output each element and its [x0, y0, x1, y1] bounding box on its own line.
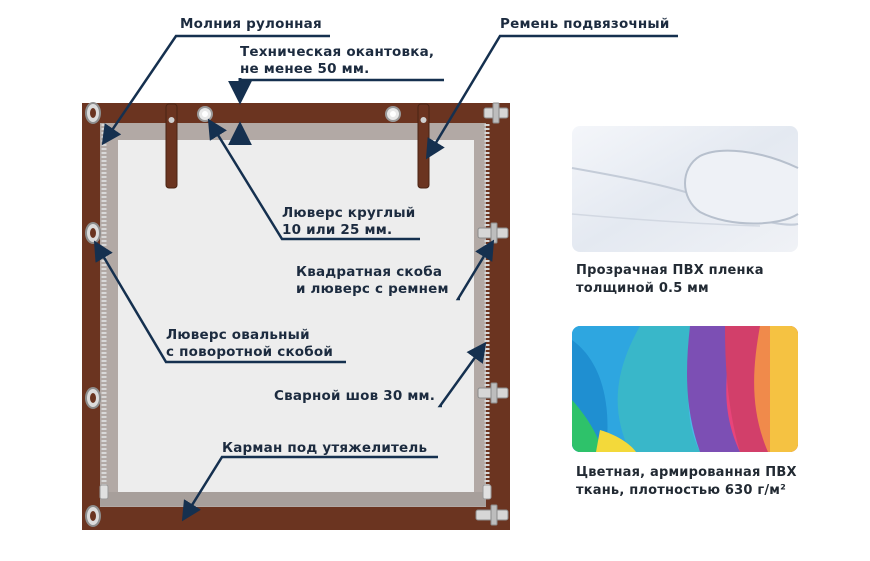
caption-clear-film-line1: Прозрачная ПВХ пленка	[576, 263, 764, 278]
oval-grommet-bottom	[85, 505, 101, 527]
label-oval-grommet-line2: с поворотной скобой	[166, 344, 334, 360]
strap-rivet-left	[168, 117, 175, 123]
caption-colored-fabric-line2: ткань, плотностью 630 г/м²	[576, 483, 787, 498]
strap-left	[165, 103, 178, 189]
label-square-bracket-line1: Квадратная скоба	[296, 264, 443, 280]
square-bracket-lower	[477, 382, 509, 404]
square-bracket-middle	[477, 222, 509, 244]
caption-clear-film-line2: толщиной 0.5 мм	[576, 281, 709, 296]
leader-strap	[425, 34, 678, 160]
label-oval-grommet-line1: Люверс овальный	[166, 327, 310, 343]
label-strap-text: Ремень подвязочный	[500, 16, 670, 32]
oval-grommet-lower	[85, 387, 101, 409]
label-square-bracket: Квадратная скоба и люверс с ремнем	[296, 264, 460, 298]
leader-zipper	[101, 34, 330, 146]
label-edging-line2: не менее 50 мм.	[240, 61, 370, 77]
label-strap: Ремень подвязочный	[500, 16, 678, 33]
caption-colored-fabric-line1: Цветная, армированная ПВХ	[576, 465, 797, 480]
weight-pocket	[100, 492, 486, 506]
zipper-pull-left	[99, 484, 109, 500]
caption-clear-film: Прозрачная ПВХ пленка толщиной 0.5 мм	[576, 262, 764, 298]
oval-grommet-middle	[85, 222, 101, 244]
round-grommet-left-hole	[202, 111, 208, 117]
transparent-panel	[118, 140, 474, 492]
clear-film-swatch	[571, 126, 799, 252]
strap-rivet-right	[420, 117, 427, 123]
colored-fabric-swatch	[572, 326, 798, 452]
leader-round-grommet	[207, 118, 420, 241]
oval-grommet-top	[85, 102, 101, 124]
strap-right	[417, 103, 430, 189]
label-round-grommet-line1: Люверс круглый	[282, 205, 416, 221]
leader-weight-pocket	[181, 455, 438, 522]
label-oval-grommet: Люверс овальный с поворотной скобой	[166, 327, 346, 361]
square-bracket-top	[483, 102, 509, 124]
leader-square-bracket	[455, 239, 495, 301]
square-bracket-bottom	[475, 504, 509, 526]
label-edging-line1: Техническая окантовка,	[240, 44, 435, 60]
label-weight-pocket: Карман под утяжелитель	[222, 440, 438, 457]
label-weld-seam-text: Сварной шов 30 мм.	[274, 388, 436, 404]
label-square-bracket-line2: и люверс с ремнем	[296, 281, 449, 297]
caption-colored-fabric: Цветная, армированная ПВХ ткань, плотнос…	[576, 464, 797, 500]
leader-weld-seam	[437, 341, 487, 408]
label-weight-pocket-text: Карман под утяжелитель	[222, 440, 428, 456]
label-round-grommet: Люверс круглый 10 или 25 мм.	[282, 205, 420, 239]
label-zipper: Молния рулонная	[180, 16, 330, 33]
label-zipper-text: Молния рулонная	[180, 16, 322, 32]
leader-oval-grommet	[93, 240, 346, 364]
label-technical-edging: Техническая окантовка, не менее 50 мм.	[240, 44, 444, 78]
zipper-pull-right	[482, 484, 492, 500]
label-weld-seam: Сварной шов 30 мм.	[274, 388, 442, 405]
round-grommet-right-hole	[390, 111, 396, 117]
label-round-grommet-line2: 10 или 25 мм.	[282, 222, 393, 238]
